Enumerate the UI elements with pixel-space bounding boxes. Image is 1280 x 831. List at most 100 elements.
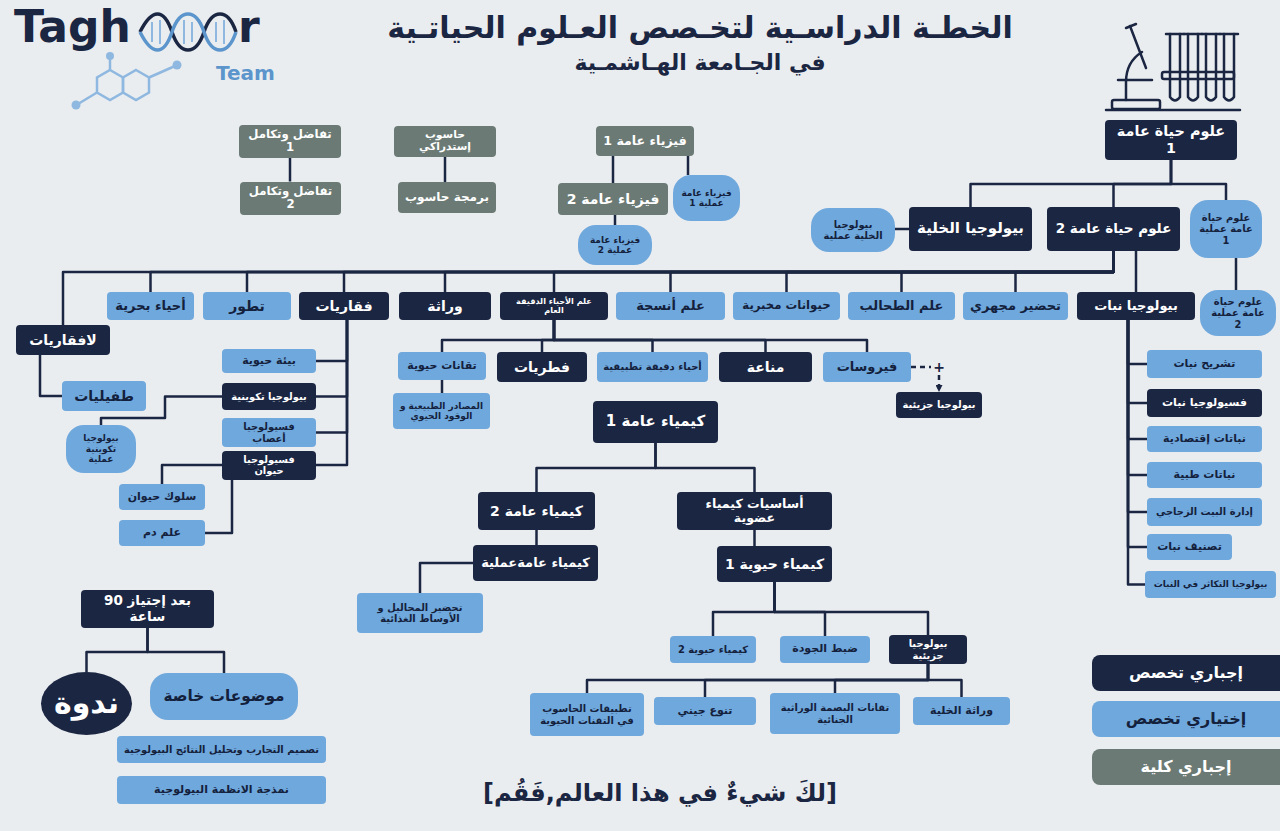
connector <box>835 664 928 693</box>
connector <box>1128 320 1147 364</box>
elective-course-box: بيولوجيا التكاثر في النبات <box>1145 571 1276 598</box>
connector <box>537 443 656 492</box>
seminar-circle: ندوة <box>41 672 132 735</box>
elective-course-box: علم الطحالب <box>848 292 955 320</box>
node-text: بيولوجيا جزيئية <box>895 638 961 661</box>
college-course-box: برمجة حاسوب <box>398 182 496 213</box>
title: الخطـة الدراسـية لتخـصص العـلوم الحياتـي… <box>387 11 1013 46</box>
node-text: تطور <box>229 298 265 314</box>
college-course-box: فيزياء عامة 2 <box>558 183 668 215</box>
mandatory-course-box: علم الأحياء الدقيقة العام <box>500 292 608 320</box>
node-text: بيولوجيا تكوينية <box>231 391 307 402</box>
elective-course-box: تطور <box>203 292 291 320</box>
elective-pill: موضوعات خاصة <box>150 673 298 720</box>
connector <box>316 320 347 465</box>
logo-team: Team <box>216 62 296 85</box>
node-text: نباتات إقتصادية <box>1163 433 1246 446</box>
mandatory-course-box: أساسيات كيمياء عضوية <box>677 492 832 530</box>
connector <box>1128 320 1145 585</box>
mandatory-course-box: بيولوجيا نبات <box>1077 292 1195 320</box>
connector <box>1128 320 1147 475</box>
logo-word: Tagh <box>14 2 144 53</box>
elective-course-box: تطبيقات الحاسوب في التقنات الحيوية <box>530 693 644 736</box>
mandatory-course-box: بيولوجيا الخلية <box>909 207 1032 251</box>
connector <box>535 530 538 545</box>
elective-pill: بيولوجيا الخلية عملية <box>811 208 895 252</box>
elective-course-box: علم أنسجة <box>616 292 725 320</box>
mandatory-course-box: فطريات <box>497 352 587 382</box>
elective-course-box: نمذجة الانظمة البيولوجية <box>117 776 326 804</box>
college-course-box: تفاضل وتكامل 1 <box>239 125 341 158</box>
elective-pill: فيزياء عامة عملية 1 <box>673 175 740 221</box>
node-text: بيولوجيا نبات <box>1094 299 1178 314</box>
node-text: بعد إجتياز 90 ساعة <box>87 593 208 624</box>
node-text: أحياء دقيقة تطبيقية <box>603 361 702 373</box>
connector <box>775 582 929 635</box>
elective-pill: علوم حياة عامة عملية 2 <box>1200 290 1276 336</box>
node-text: علوم حياة عامة 1 <box>1111 123 1231 156</box>
node-text: كيمياء حيوية 1 <box>725 556 824 572</box>
node-text: تفاضل وتكامل 2 <box>246 185 335 212</box>
mandatory-course-box: مناعة <box>719 352 812 382</box>
connector <box>316 320 347 433</box>
node-text: أحياء بحرية <box>115 299 185 314</box>
elective-pill: علوم حياة عامة عملية 1 <box>1190 200 1262 258</box>
elective-course-box: طفيليات <box>62 381 146 411</box>
elective-course-box: نباتات إقتصادية <box>1147 426 1262 452</box>
node-text: تصميم التجارب وتحليل النتائج البيولوجية <box>124 744 319 755</box>
connector <box>554 320 867 352</box>
connector <box>753 530 756 546</box>
lab-equipment-illustration <box>1100 14 1250 120</box>
connector <box>316 320 347 397</box>
elective-course-box: تحضير مجهري <box>963 292 1068 320</box>
legend-text: إختياري تخصص <box>1126 710 1247 728</box>
connector <box>656 443 755 492</box>
node-text: وراثة الخلية <box>930 705 993 718</box>
mandatory-course-box: كيمياء عامة 1 <box>593 401 718 443</box>
elective-pill: بيولوجيا تكوينية عملية <box>66 425 136 473</box>
node-text: تشريح نبات <box>1174 358 1236 371</box>
node-text: كيمياء حيوية 2 <box>678 644 748 655</box>
college-course-box: تفاضل وتكامل 2 <box>240 182 341 215</box>
node-text: طفيليات <box>74 388 134 404</box>
connector <box>316 320 347 361</box>
mandatory-course-box: بعد إجتياز 90 ساعة <box>81 590 214 628</box>
edge-label: + <box>931 359 947 375</box>
elective-course-box: تنوع جيني <box>654 697 756 725</box>
logo-word: r <box>238 2 278 53</box>
node-text: بيولوجيا الخلية <box>917 220 1024 237</box>
elective-course-box: إدارة البيت الزجاجي <box>1147 498 1262 526</box>
node-text: فقاريات <box>315 298 372 314</box>
mandatory-course-box: فقاريات <box>299 292 389 320</box>
node-text: فسيولوجيا نبات <box>1162 397 1247 410</box>
node-text: سلوك حيوان <box>128 491 197 504</box>
elective-course-box: أحياء دقيقة تطبيقية <box>597 352 708 382</box>
connector <box>1128 320 1147 403</box>
mandatory-course-box: بيولوجيا جزيئية <box>896 392 982 418</box>
mandatory-course-box: كيمياء حيوية 1 <box>717 546 832 582</box>
mandatory-course-box: علوم حياة عامة 1 <box>1105 120 1237 160</box>
elective-course-box: تصميم التجارب وتحليل النتائج البيولوجية <box>117 736 326 763</box>
mandatory-course-box: فسيولوجيا نبات <box>1147 389 1262 417</box>
node-text: برمجة حاسوب <box>405 191 489 205</box>
college-course-box: فيزياء عامة 1 <box>596 126 694 156</box>
elective-course-box: المصادر الطبيعية و الوقود الحيوي <box>393 393 490 429</box>
subtitle: في الجـامعة الهـاشمـية <box>310 50 1090 75</box>
node-text: بيولوجيا تكوينية عملية <box>74 433 128 464</box>
elective-course-box: حيوانات مخبرية <box>733 292 840 320</box>
connector <box>87 628 148 672</box>
node-text: علوم حياة عامة عملية 1 <box>1198 212 1254 246</box>
connector <box>612 156 615 183</box>
node-text: ضبط الجودة <box>792 643 858 656</box>
node-text: وراثة <box>427 298 462 314</box>
connector <box>162 465 222 484</box>
node-text: تحضير مجهري <box>970 299 1061 314</box>
connector <box>554 320 653 352</box>
node-text: تقانات البصمة الوراثية الجنائية <box>776 702 894 725</box>
node-text: كيمياء عامة 1 <box>606 413 705 430</box>
connector <box>1128 320 1147 547</box>
elective-course-box: فسيولوجيا أعصاب <box>222 418 316 447</box>
elective-course-box: ضبط الجودة <box>780 636 870 663</box>
node-text: أساسيات كيمياء عضوية <box>683 497 826 526</box>
